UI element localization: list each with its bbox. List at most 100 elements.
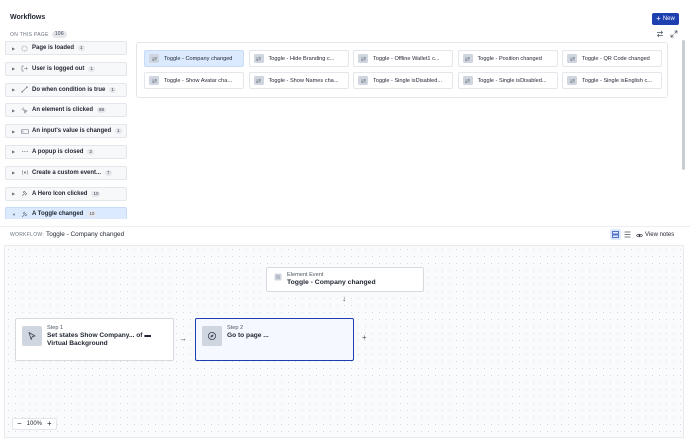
event-list-scrollbar[interactable] — [682, 40, 685, 170]
toggle-workflow-icon — [253, 54, 264, 63]
swap-icon[interactable] — [655, 29, 665, 39]
event-item-count: 2 — [87, 148, 94, 155]
workflow-card[interactable]: Toggle - Company changed — [144, 50, 244, 67]
event-item-label: A popup is closed — [32, 148, 84, 155]
toggle-workflow-icon — [149, 76, 159, 85]
event-item-count: 1 — [115, 128, 122, 135]
event-item-count: 1 — [88, 65, 95, 72]
step-1-node[interactable]: Step 1 Set states Show Company... of ▬ V… — [15, 318, 174, 361]
workflow-card[interactable]: Toggle - Offline Wallet1 c... — [353, 50, 453, 67]
chevron-down-icon: ▼ — [12, 211, 16, 217]
event-item-label: Page is loaded — [32, 45, 75, 51]
event-item-label: A Toggle changed — [32, 211, 84, 218]
input-icon — [20, 128, 29, 135]
zoom-in-button[interactable]: + — [47, 419, 52, 428]
toggle-workflow-icon — [567, 76, 577, 85]
event-item-label: A Hero Icon clicked — [32, 190, 88, 197]
workflow-card[interactable]: Toggle - Show Names cha... — [248, 72, 349, 89]
event-item[interactable]: ▶ Create a custom event...7 — [5, 165, 127, 180]
workflow-card[interactable]: Toggle - QR Code changed — [562, 50, 662, 67]
new-workflow-button[interactable]: + New — [652, 13, 679, 25]
event-item-label: An element is clicked — [32, 107, 94, 114]
chevron-right-icon: ▶ — [12, 66, 16, 72]
plugin-icon — [20, 211, 29, 218]
grid-view-toggle[interactable] — [610, 229, 621, 240]
workflow-card[interactable]: Toggle - Single isDisabled... — [353, 72, 453, 89]
toggle-workflow-icon — [462, 76, 473, 85]
step-2-label: Step 2 — [227, 325, 244, 331]
list-view-icon — [624, 231, 631, 238]
event-item-label: User is logged out — [32, 65, 85, 72]
zoom-out-button[interactable]: − — [17, 419, 22, 428]
add-step-button[interactable]: + — [362, 333, 367, 342]
page-title: Workflows — [10, 14, 46, 21]
workflow-name: Toggle - Company changed — [46, 231, 125, 238]
workflow-card-label: Toggle - Show Avatar cha... — [164, 77, 232, 84]
new-button-label: New — [662, 16, 675, 22]
zoom-control: − 100% + — [12, 418, 57, 430]
logout-icon — [20, 65, 29, 72]
chevron-right-icon: ▶ — [12, 128, 16, 134]
view-notes-button[interactable]: View notes — [636, 229, 674, 241]
event-item-label: An input's value is changed — [32, 128, 112, 135]
workflow-card[interactable]: Toggle - Single isDisabled... — [457, 72, 558, 89]
workflow-card-label: Toggle - Single isEnglish c... — [582, 77, 652, 84]
workflow-card[interactable]: Toggle - Position changed — [457, 50, 558, 67]
workflow-card-label: Toggle - Hide Branding c... — [268, 55, 335, 62]
eye-icon — [636, 233, 643, 237]
circle-dashed-icon — [20, 45, 29, 52]
on-this-page-count: 106 — [51, 31, 67, 38]
event-item-count: 1 — [78, 45, 85, 51]
condition-icon — [20, 86, 29, 93]
chevron-right-icon: ▶ — [12, 87, 16, 93]
step-2-name: Go to page ... — [227, 332, 269, 339]
plugin-icon — [20, 190, 29, 197]
chevron-right-icon: ▶ — [12, 107, 16, 113]
step-1-label: Step 1 — [47, 325, 64, 331]
plus-icon: + — [656, 13, 661, 23]
toggle-workflow-icon — [567, 54, 577, 63]
event-item-count: 68 — [97, 107, 107, 114]
step-1-name: Set states Show Company... of ▬ Virtual … — [47, 332, 151, 347]
workflow-card[interactable]: Toggle - Show Avatar cha... — [144, 72, 244, 89]
click-icon — [20, 107, 29, 114]
workflow-card-label: Toggle - QR Code changed — [582, 55, 650, 62]
workflow-card-label: Toggle - Position changed — [477, 55, 542, 62]
cursor-icon — [22, 326, 42, 346]
event-item-count: 10 — [87, 211, 97, 218]
toggle-workflow-icon — [462, 54, 473, 63]
workflow-card[interactable]: Toggle - Single isEnglish c... — [562, 72, 662, 89]
workflow-cards-panel: Toggle - Company changed Toggle - Hide Br… — [136, 42, 668, 98]
list-view-toggle[interactable] — [622, 229, 633, 240]
on-this-page-label: ON THIS PAGE — [10, 31, 49, 38]
event-item-label: Create a custom event... — [32, 169, 102, 176]
event-node[interactable]: Element Event Toggle - Company changed — [266, 267, 424, 292]
event-item-label: Do when condition is true — [32, 86, 106, 93]
step-2-node[interactable]: Step 2 Go to page ... — [195, 318, 354, 361]
workflow-card-label: Toggle - Company changed — [164, 55, 233, 62]
workflow-card[interactable]: Toggle - Hide Branding c... — [248, 50, 349, 67]
event-node-name: Toggle - Company changed — [287, 279, 376, 286]
toggle-workflow-icon — [358, 54, 368, 63]
toggle-workflow-icon — [253, 76, 264, 85]
workflow-card-label: Toggle - Single isDisabled... — [373, 77, 443, 84]
event-item-count: 10 — [91, 190, 101, 197]
workflow-label: WORKFLOW: — [10, 232, 44, 238]
chevron-right-icon: ▶ — [12, 191, 16, 197]
on-this-page-header: ON THIS PAGE 106 — [10, 31, 67, 38]
expand-icon[interactable] — [669, 29, 679, 39]
navigate-icon — [202, 326, 222, 346]
chevron-right-icon: ▶ — [12, 170, 16, 176]
event-item-count: 7 — [105, 169, 112, 176]
grid-view-icon — [612, 231, 619, 238]
workflow-card-label: Toggle - Show Names cha... — [268, 77, 339, 84]
chevron-right-icon: ▶ — [12, 149, 16, 155]
